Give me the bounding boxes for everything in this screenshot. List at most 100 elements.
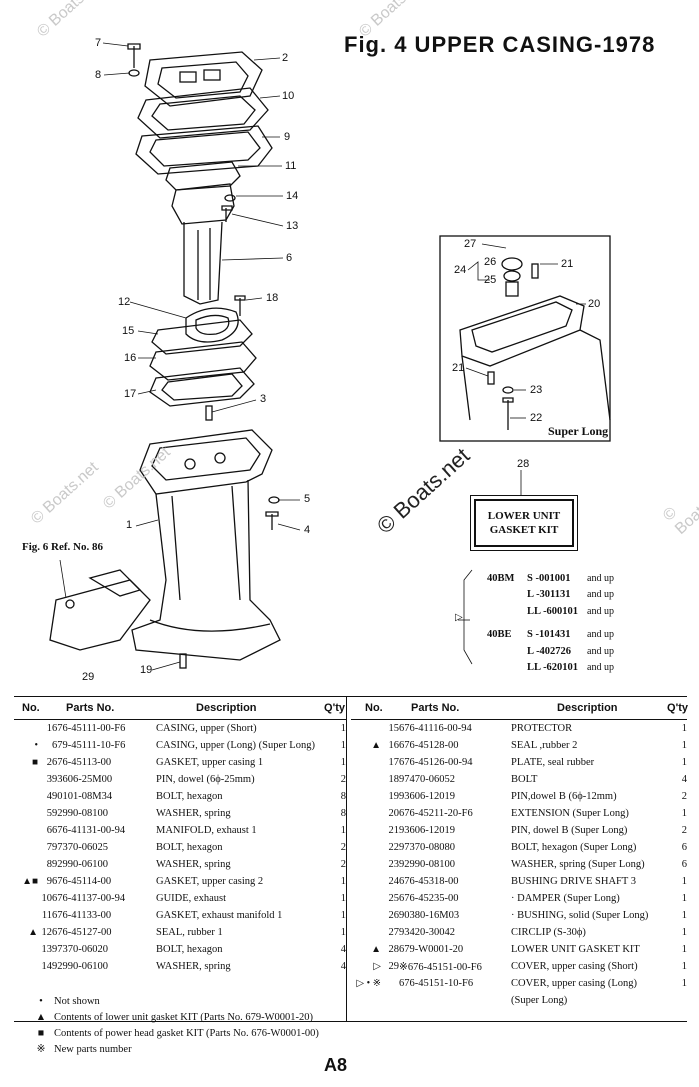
row-mark: ■ [31,757,38,768]
part-description: SEAL ,rubber 2 [511,740,578,751]
part-description: WASHER, spring [156,961,231,972]
serial-code: S -001001 [527,572,571,584]
part-quantity: 1 [681,740,688,751]
row-mark [14,856,38,873]
callout-7: 7 [95,37,102,49]
part-quantity: 1 [681,757,688,768]
callout-17: 17 [124,388,137,400]
part-quantity: 6 [681,859,688,870]
row-number: 19 [388,791,400,802]
part-quantity: 2 [340,774,347,785]
callout-13: 13 [286,220,299,232]
serial-row: LL -620101 and up [487,660,614,677]
part-quantity: 1 [340,893,347,904]
header-qty: Q'ty [667,697,688,720]
legend-symbol: • [39,995,43,1007]
part-number: 676-41137-00-94 [52,893,126,904]
part-number: 676-41131-00-94 [52,825,126,836]
part-quantity: 4 [340,961,347,972]
part-quantity: 4 [681,774,688,785]
callout-21-top: 21 [561,258,574,270]
callout-27: 27 [464,238,477,250]
legend: • Not shown ▲ Contents of lower unit gas… [28,993,319,1057]
part-description: BOLT, hexagon [156,791,223,802]
part-number: 93606-12019 [399,825,456,836]
row-mark [351,839,381,856]
part-number: 676-45318-00 [399,876,459,887]
part-description: CASING, upper (Long) (Super Long) [156,740,315,751]
figure-title: Fig. 4 UPPER CASING-1978 [344,32,656,57]
part-quantity: 2 [681,825,688,836]
row-number [381,975,399,992]
part-description: WASHER, spring [156,808,231,819]
legend-text: New parts number [54,1043,132,1055]
row-number: 15 [388,723,400,734]
serial-code: LL -600101 [527,605,579,617]
row-mark [351,720,381,738]
callout-9: 9 [284,131,291,143]
serial-tail: and up [587,645,614,657]
part-description: BOLT, hexagon (Super Long) [511,842,637,853]
row-mark [351,873,381,890]
row-number: 2 [46,757,53,768]
row-number [38,737,52,754]
row-mark: • [34,740,38,751]
part-description: WASHER, spring (Super Long) [511,859,645,870]
part-description: PLATE, seal rubber [511,757,595,768]
row-mark [14,907,38,924]
row-number: 18 [388,774,400,785]
row-mark [351,890,381,907]
part-number: 676-45235-00 [399,893,459,904]
row-number: 20 [388,808,400,819]
table-bottom-rule [14,1021,687,1022]
part-quantity: 1 [681,944,688,955]
part-quantity: 1 [681,808,688,819]
callout-20: 20 [588,298,601,310]
callout-21-left: 21 [452,362,465,374]
row-mark [351,805,381,822]
part-quantity: 1 [340,927,347,938]
part-description: WASHER, spring [156,859,231,870]
part-quantity: 2 [340,859,347,870]
part-number: 676-45114-00 [52,876,112,887]
row-number: 16 [388,740,400,751]
row-mark: ▲ [28,927,38,938]
callout-29: 29 [82,671,95,683]
table-header-row: No. Parts No. Description Q'ty [351,697,688,720]
part-quantity: 1 [340,876,347,887]
part-description: · DAMPER (Super Long) [511,893,620,904]
part-number: 92990-06100 [52,859,109,870]
serial-tail: and up [587,629,614,641]
legend-symbol: ※ [36,1044,46,1055]
gasket-kit-callout: 28 [517,458,530,470]
row-mark: ▷ [373,961,381,972]
row-number: 5 [46,808,53,819]
part-description: COVER, upper casing (Long) [511,978,637,989]
part-number: 92990-08100 [52,808,109,819]
part-description: MANIFOLD, exhaust 1 [156,825,257,836]
row-mark [351,788,381,805]
part-description: CASING, upper (Short) [156,723,257,734]
part-quantity: 1 [681,961,688,972]
part-quantity: 1 [681,927,688,938]
part-description: PIN,dowel B (6ϕ-12mm) [511,791,617,802]
legend-row: ▲ Contents of lower unit gasket KIT (Par… [28,1009,319,1025]
legend-text: Contents of lower unit gasket KIT (Parts… [54,1011,314,1023]
callout-11: 11 [285,160,297,172]
header-no: No. [14,697,53,720]
row-mark [14,822,38,839]
callout-2: 2 [282,52,289,64]
part-number: 679-45111-10-F6 [52,740,126,751]
gasket-kit-line1: LOWER UNIT [487,510,561,522]
